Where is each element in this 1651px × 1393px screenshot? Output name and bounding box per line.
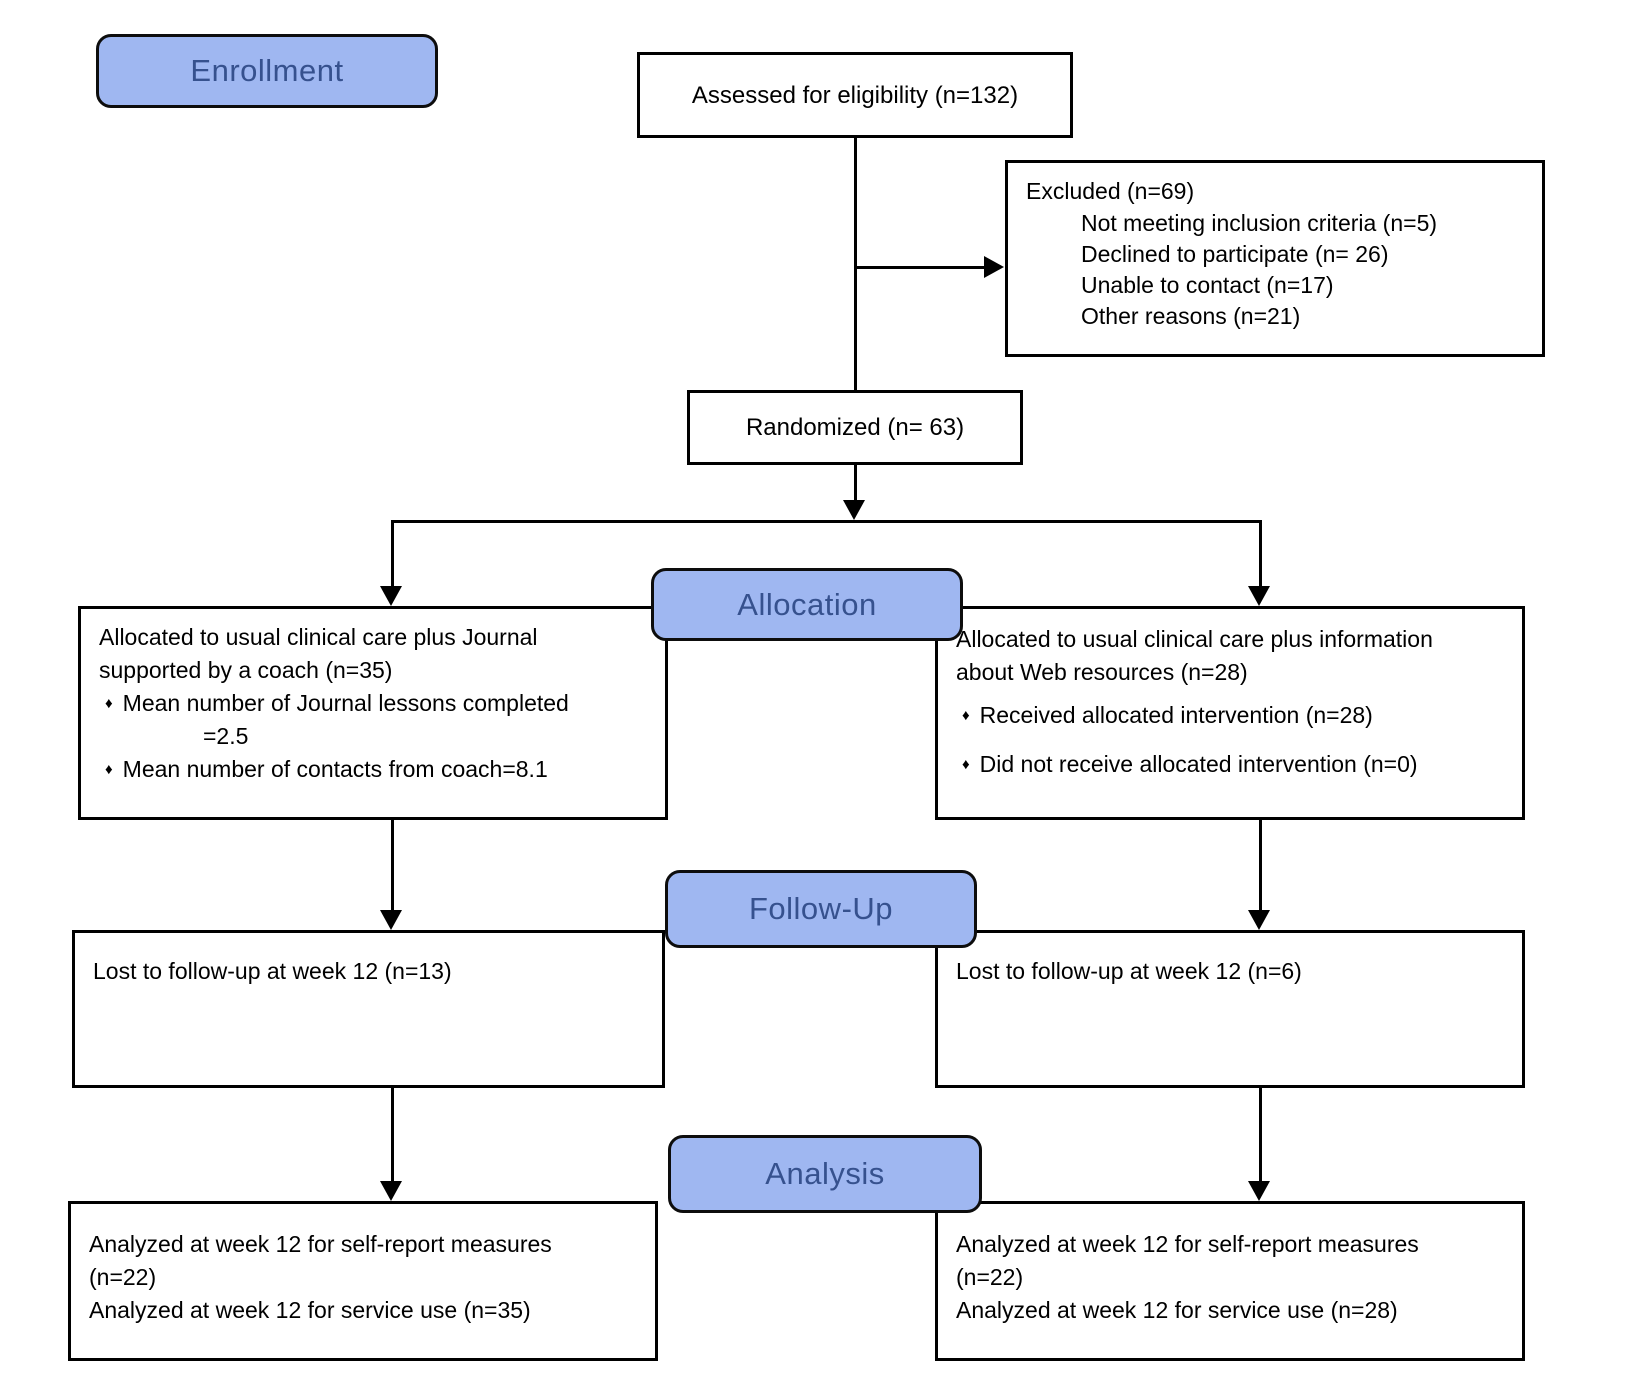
followup-right-text: Lost to follow-up at week 12 (n=6) <box>956 958 1302 984</box>
stage-followup-text: Follow-Up <box>748 891 894 926</box>
connector-followup-to-analysis-left <box>391 1088 394 1183</box>
excluded-reason: Unable to contact (n=17) <box>1081 272 1334 298</box>
diamond-bullet-icon: ♦ <box>962 756 970 773</box>
stage-enrollment-label: Enrollment <box>96 34 438 108</box>
connector-assessed-to-randomized <box>854 138 857 390</box>
box-analysis-right: Analyzed at week 12 for self-report meas… <box>935 1201 1525 1361</box>
allocation-left-bullet-text: Mean number of contacts from coach=8.1 <box>122 756 548 782</box>
allocation-right-bullet-text: Received allocated intervention (n=28) <box>979 702 1373 728</box>
stage-allocation-label: Allocation <box>651 568 963 641</box>
connector-followup-to-analysis-right <box>1259 1088 1262 1183</box>
allocation-right-bullet: ♦ Received allocated intervention (n=28) <box>956 699 1512 732</box>
connector-alloc-to-followup-left <box>391 820 394 912</box>
arrowhead-excluded <box>984 256 1004 278</box>
arrowhead-analysis-right <box>1248 1181 1270 1201</box>
connector-split-to-alloc-left <box>391 520 394 588</box>
box-analysis-left: Analyzed at week 12 for self-report meas… <box>68 1201 658 1361</box>
allocation-left-intro: supported by a coach (n=35) <box>99 657 393 683</box>
arrowhead-alloc-left <box>380 586 402 606</box>
stage-analysis-text: Analysis <box>765 1156 885 1191</box>
diamond-bullet-icon: ♦ <box>105 761 113 778</box>
followup-left-text: Lost to follow-up at week 12 (n=13) <box>93 958 452 984</box>
analysis-left-line: (n=22) <box>89 1264 157 1290</box>
stage-followup-label: Follow-Up <box>665 870 977 948</box>
analysis-left-line: Analyzed at week 12 for service use (n=3… <box>89 1297 531 1323</box>
excluded-reason: Declined to participate (n= 26) <box>1081 241 1389 267</box>
allocation-right-bullet: ♦ Did not receive allocated intervention… <box>956 748 1512 781</box>
allocation-left-bullet: ♦ Mean number of Journal lessons complet… <box>99 687 655 720</box>
connector-split-horizontal <box>392 520 1262 523</box>
allocation-left-bullet-text: Mean number of Journal lessons completed <box>122 690 569 716</box>
excluded-title: Excluded (n=69) <box>1026 178 1195 204</box>
arrowhead-analysis-left <box>380 1181 402 1201</box>
arrowhead-followup-right <box>1248 910 1270 930</box>
analysis-right-line: (n=22) <box>956 1264 1024 1290</box>
analysis-left-line: Analyzed at week 12 for self-report meas… <box>89 1231 552 1257</box>
connector-split-to-alloc-right <box>1259 520 1262 588</box>
connector-alloc-to-followup-right <box>1259 820 1262 912</box>
analysis-right-line: Analyzed at week 12 for self-report meas… <box>956 1231 1419 1257</box>
assessed-text: Assessed for eligibility (n=132) <box>691 81 1019 109</box>
arrowhead-followup-left <box>380 910 402 930</box>
diamond-bullet-icon: ♦ <box>105 695 113 712</box>
connector-to-excluded <box>854 266 986 269</box>
allocation-left-bullet-continuation: =2.5 <box>203 723 249 749</box>
box-followup-left: Lost to follow-up at week 12 (n=13) <box>72 930 665 1088</box>
stage-analysis-label: Analysis <box>668 1135 982 1213</box>
box-allocation-right: Allocated to usual clinical care plus in… <box>935 606 1525 820</box>
box-randomized: Randomized (n= 63) <box>687 390 1023 465</box>
allocation-left-bullet: ♦ Mean number of contacts from coach=8.1 <box>99 753 655 786</box>
analysis-right-line: Analyzed at week 12 for service use (n=2… <box>956 1297 1398 1323</box>
stage-allocation-text: Allocation <box>737 586 877 622</box>
diamond-bullet-icon: ♦ <box>962 707 970 724</box>
excluded-reason: Not meeting inclusion criteria (n=5) <box>1081 210 1438 236</box>
connector-randomized-to-split <box>854 465 857 503</box>
randomized-text: Randomized (n= 63) <box>745 414 965 441</box>
box-allocation-left: Allocated to usual clinical care plus Jo… <box>78 606 668 820</box>
allocation-right-bullet-text: Did not receive allocated intervention (… <box>979 751 1418 777</box>
box-followup-right: Lost to follow-up at week 12 (n=6) <box>935 930 1525 1088</box>
arrowhead-alloc-right <box>1248 586 1270 606</box>
allocation-right-intro: about Web resources (n=28) <box>956 659 1248 685</box>
box-assessed: Assessed for eligibility (n=132) <box>637 52 1073 138</box>
excluded-reason: Other reasons (n=21) <box>1081 303 1301 329</box>
stage-enrollment-text: Enrollment <box>190 53 344 88</box>
allocation-right-intro: Allocated to usual clinical care plus in… <box>956 626 1433 652</box>
arrowhead-split <box>843 500 865 520</box>
box-excluded: Excluded (n=69) Not meeting inclusion cr… <box>1005 160 1545 357</box>
allocation-left-intro: Allocated to usual clinical care plus Jo… <box>99 624 538 650</box>
